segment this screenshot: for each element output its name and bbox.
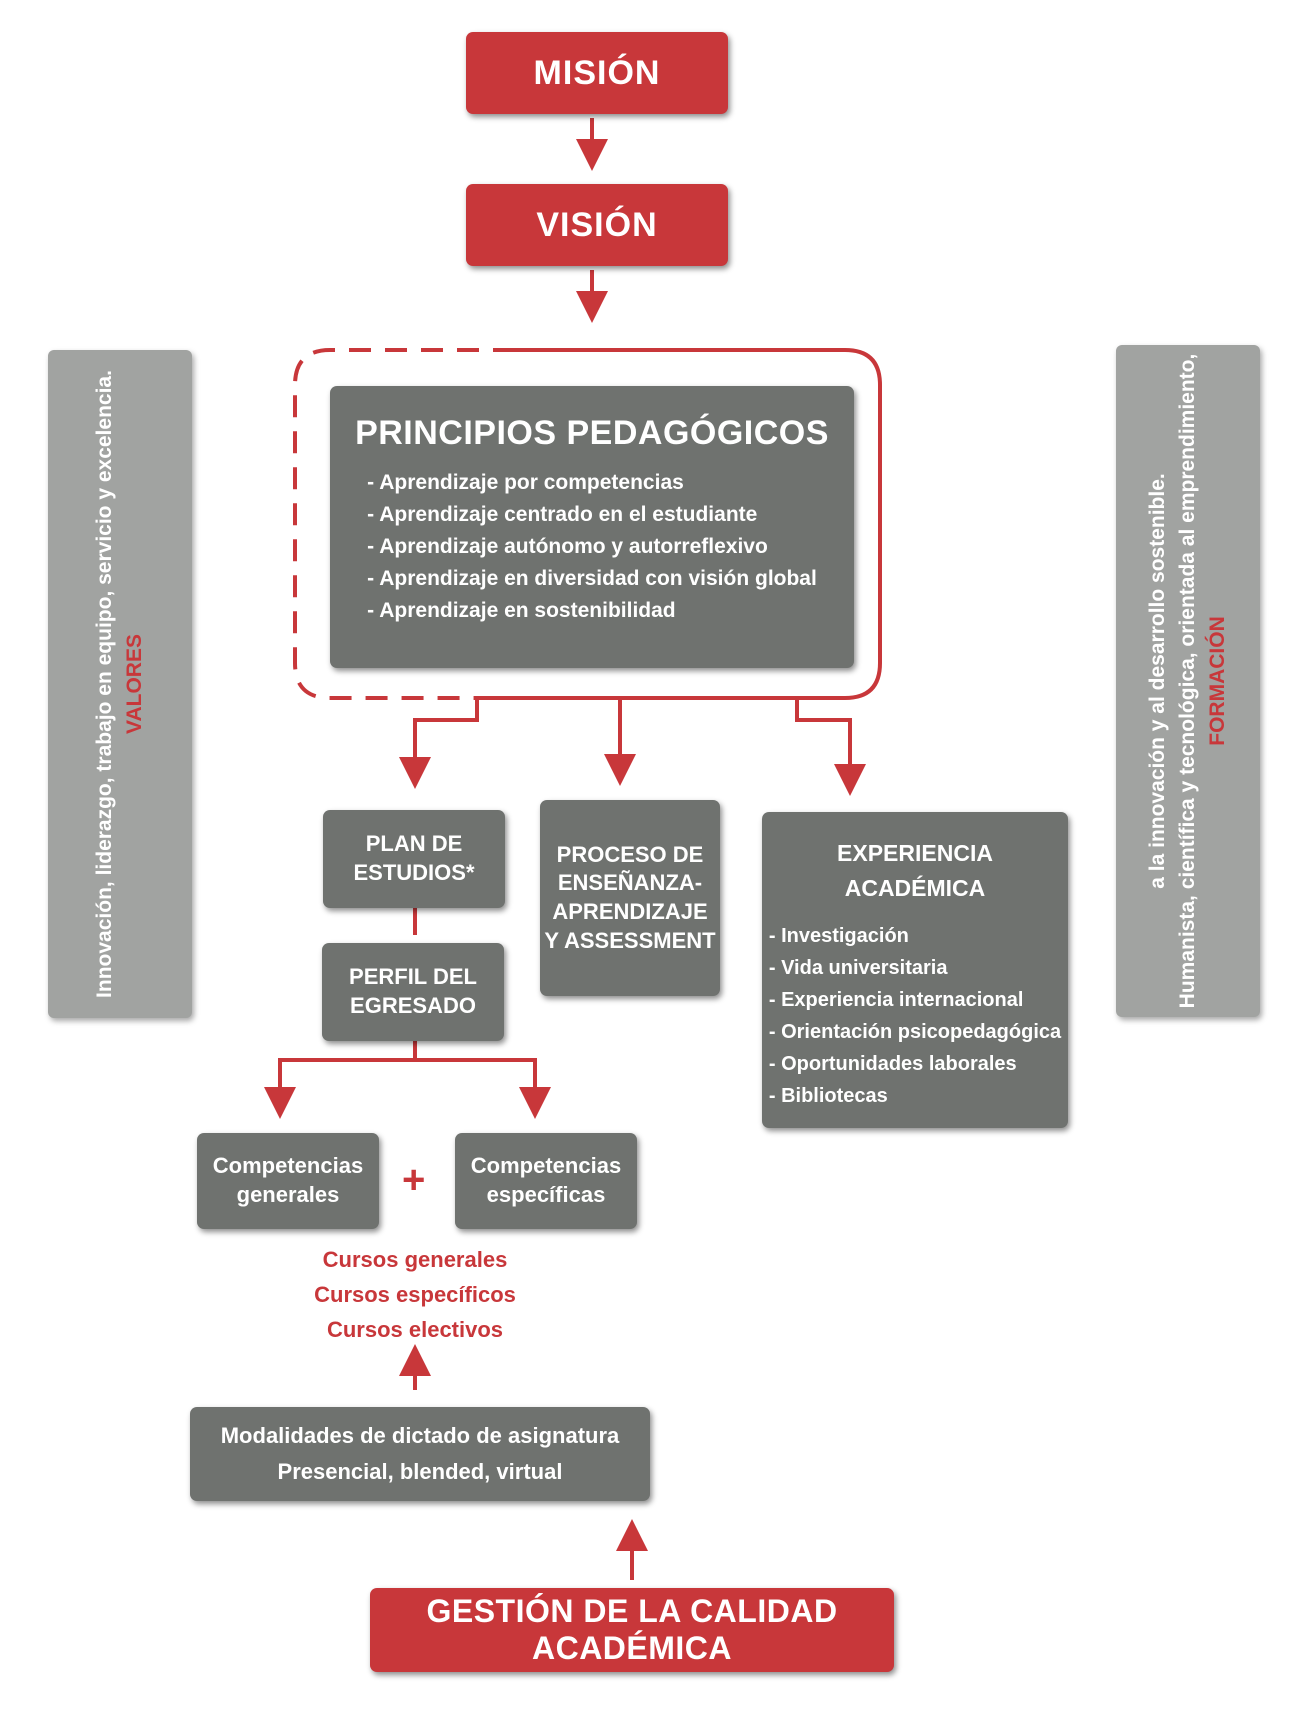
- formacion-text: a la innovación y al desarrollo sostenib…: [1143, 354, 1233, 1009]
- principios-box: PRINCIPIOS PEDAGÓGICOS - Aprendizaje por…: [330, 386, 854, 668]
- proceso-line: Y ASSESSMENT: [544, 927, 716, 953]
- experiencia-item: - Vida universitaria: [768, 957, 948, 979]
- valores-panel: Innovación, liderazgo, trabajo en equipo…: [48, 350, 192, 1018]
- formacion-line-1: Humanista, científica y tecnológica, ori…: [1176, 353, 1199, 1009]
- principios-title: PRINCIPIOS PEDAGÓGICOS: [355, 414, 829, 452]
- proceso-box: PROCESO DE ENSEÑANZA- APRENDIZAJE Y ASSE…: [540, 800, 720, 996]
- valores-title: VALORES: [123, 634, 146, 734]
- experiencia-box: EXPERIENCIA ACADÉMICA - Investigación - …: [762, 812, 1068, 1128]
- cursos-list: Cursos generales Cursos específicos Curs…: [295, 1242, 535, 1347]
- mision-box: MISIÓN: [466, 32, 728, 114]
- plan-line: ESTUDIOS*: [353, 860, 475, 885]
- experiencia-item: - Experiencia internacional: [768, 989, 1024, 1011]
- cursos-item: Cursos generales: [322, 1247, 508, 1272]
- principios-item: - Aprendizaje centrado en el estudiante: [367, 503, 758, 526]
- comp-especificas-box: Competencias específicas: [455, 1133, 637, 1229]
- comp-generales-line: generales: [236, 1182, 340, 1207]
- valores-text: Innovación, liderazgo, trabajo en equipo…: [90, 370, 150, 998]
- experiencia-title: ACADÉMICA: [844, 875, 986, 901]
- comp-especificas-line: Competencias: [470, 1153, 622, 1179]
- formacion-line-2: a la innovación y al desarrollo sostenib…: [1146, 473, 1169, 889]
- arrow-to-comp-especificas: [415, 1058, 551, 1119]
- modalidades-line: Presencial, blended, virtual: [277, 1459, 563, 1484]
- experiencia-title: EXPERIENCIA: [837, 840, 993, 866]
- comp-generales-line: Competencias: [212, 1153, 364, 1179]
- proceso-line: ENSEÑANZA-: [557, 870, 703, 896]
- modalidades-line: Modalidades de dictado de asignatura: [220, 1423, 620, 1448]
- plan-line: PLAN DE: [365, 831, 463, 857]
- plus-sign: +: [402, 1158, 426, 1202]
- comp-generales-box: Competencias generales: [197, 1133, 379, 1229]
- perfil-line: PERFIL DEL: [349, 964, 477, 990]
- principios-frame-dashed: [293, 348, 515, 700]
- experiencia-item: - Oportunidades laborales: [768, 1053, 1017, 1075]
- principios-item: - Aprendizaje en sostenibilidad: [367, 599, 676, 622]
- principios-item: - Aprendizaje por competencias: [367, 471, 684, 494]
- gestion-box: GESTIÓN DE LA CALIDAD ACADÉMICA: [370, 1588, 894, 1672]
- experiencia-list: - Investigación - Vida universitaria - E…: [769, 920, 1061, 1112]
- valores-body: Innovación, liderazgo, trabajo en equipo…: [93, 370, 116, 998]
- principios-list: - Aprendizaje por competencias - Aprendi…: [367, 467, 817, 627]
- vision-label: VISIÓN: [536, 205, 658, 244]
- perfil-box: PERFIL DEL EGRESADO: [322, 943, 504, 1041]
- arrow-to-experiencia: [795, 698, 866, 796]
- comp-especificas-line: específicas: [486, 1182, 606, 1207]
- proceso-line: PROCESO DE: [556, 841, 704, 867]
- plan-box: PLAN DE ESTUDIOS*: [323, 810, 505, 908]
- arrow-to-plan: [399, 698, 479, 789]
- arrow-to-comp-generales: [264, 1033, 417, 1119]
- vision-box: VISIÓN: [466, 184, 728, 266]
- proceso-line: APRENDIZAJE: [552, 899, 708, 924]
- principios-item: - Aprendizaje en diversidad con visión g…: [367, 567, 817, 590]
- cursos-item: Cursos electivos: [326, 1317, 504, 1342]
- cursos-item: Cursos específicos: [314, 1282, 516, 1307]
- formacion-title: FORMACIÓN: [1206, 616, 1229, 746]
- modalidades-box: Modalidades de dictado de asignatura Pre…: [190, 1407, 650, 1501]
- principios-frame-solid: [480, 348, 882, 700]
- experiencia-item: - Bibliotecas: [768, 1085, 888, 1107]
- perfil-line: EGRESADO: [350, 993, 476, 1018]
- principios-item: - Aprendizaje autónomo y autorreflexivo: [367, 535, 768, 558]
- formacion-panel: a la innovación y al desarrollo sostenib…: [1116, 345, 1260, 1017]
- experiencia-item: - Orientación psicopedagógica: [768, 1021, 1062, 1043]
- mision-label: MISIÓN: [533, 53, 661, 92]
- gestion-label: GESTIÓN DE LA CALIDAD ACADÉMICA: [426, 1593, 838, 1666]
- experiencia-item: - Investigación: [768, 925, 909, 947]
